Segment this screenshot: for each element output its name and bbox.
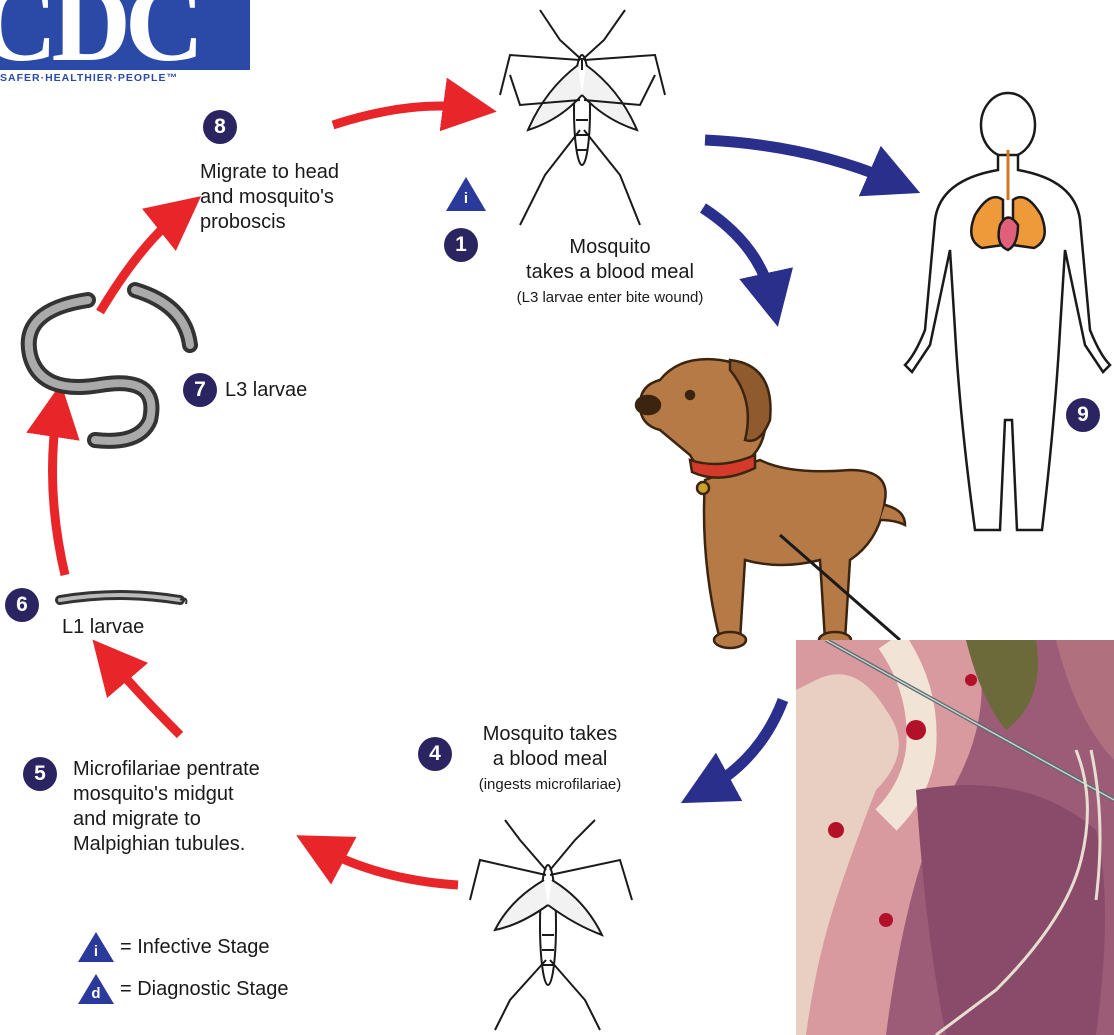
- infective-stage-marker-icon: i: [444, 175, 488, 213]
- legend-diagnostic: d = Diagnostic Stage: [76, 972, 288, 1006]
- arrow-4-to-5: [320, 848, 458, 885]
- arrow-dog-to-4: [705, 700, 783, 790]
- legend-infective: i = Infective Stage: [76, 930, 270, 964]
- stage-4-line-2: a blood meal: [440, 747, 660, 772]
- stage-1-line-2: takes a blood meal: [465, 260, 755, 285]
- arrow-5-to-6: [110, 660, 180, 735]
- stage-1-line-1: Mosquito: [465, 235, 755, 260]
- stage-9-number: 9: [1066, 398, 1100, 432]
- arrow-6-to-7: [53, 410, 66, 575]
- stage-8-label: Migrate to head and mosquito's proboscis: [200, 160, 339, 235]
- stage-5-line-2: mosquito's midgut: [73, 782, 260, 807]
- infective-stage-icon: i: [76, 930, 116, 964]
- stage-6-label: L1 larvae: [62, 615, 144, 640]
- stage-5-number: 5: [23, 757, 57, 791]
- legend-diagnostic-symbol: d: [76, 985, 116, 1002]
- arrow-8-to-1: [333, 106, 470, 125]
- heartworm-photo: [796, 640, 1114, 1035]
- stage-5-label: Microfilariae pentrate mosquito's midgut…: [73, 757, 260, 857]
- arrow-1-to-human: [705, 140, 895, 182]
- mosquito-bottom-icon: [470, 820, 632, 1030]
- legend-diagnostic-text: = Diagnostic Stage: [120, 978, 288, 1001]
- stage-4-line-1: Mosquito takes: [440, 722, 660, 747]
- stage-8-line-2: and mosquito's: [200, 185, 339, 210]
- stage-1-note: (L3 larvae enter bite wound): [465, 285, 755, 310]
- mosquito-top-icon: [500, 10, 665, 225]
- stage-1-label: Mosquito takes a blood meal (L3 larvae e…: [465, 235, 755, 310]
- stage-8-number: 8: [203, 110, 237, 144]
- stage-7-number: 7: [183, 373, 217, 407]
- legend-infective-text: = Infective Stage: [120, 936, 270, 959]
- legend-infective-symbol: i: [76, 943, 116, 960]
- stage-4-label: Mosquito takes a blood meal (ingests mic…: [440, 722, 660, 797]
- stage-8-line-3: proboscis: [200, 210, 339, 235]
- stage-5-line-4: Malpighian tubules.: [73, 832, 260, 857]
- human-icon: [905, 93, 1110, 530]
- stage-5-line-3: and migrate to: [73, 807, 260, 832]
- stage-4-note: (ingests microfilariae): [440, 772, 660, 797]
- diagnostic-stage-icon: d: [76, 972, 116, 1006]
- infective-marker-letter: i: [444, 190, 488, 207]
- stage-6-number: 6: [5, 588, 39, 622]
- dog-icon: [636, 359, 905, 648]
- l1-larva-icon: [60, 595, 186, 604]
- stage-8-line-1: Migrate to head: [200, 160, 339, 185]
- stage-7-label: L3 larvae: [225, 378, 307, 403]
- stage-5-line-1: Microfilariae pentrate: [73, 757, 260, 782]
